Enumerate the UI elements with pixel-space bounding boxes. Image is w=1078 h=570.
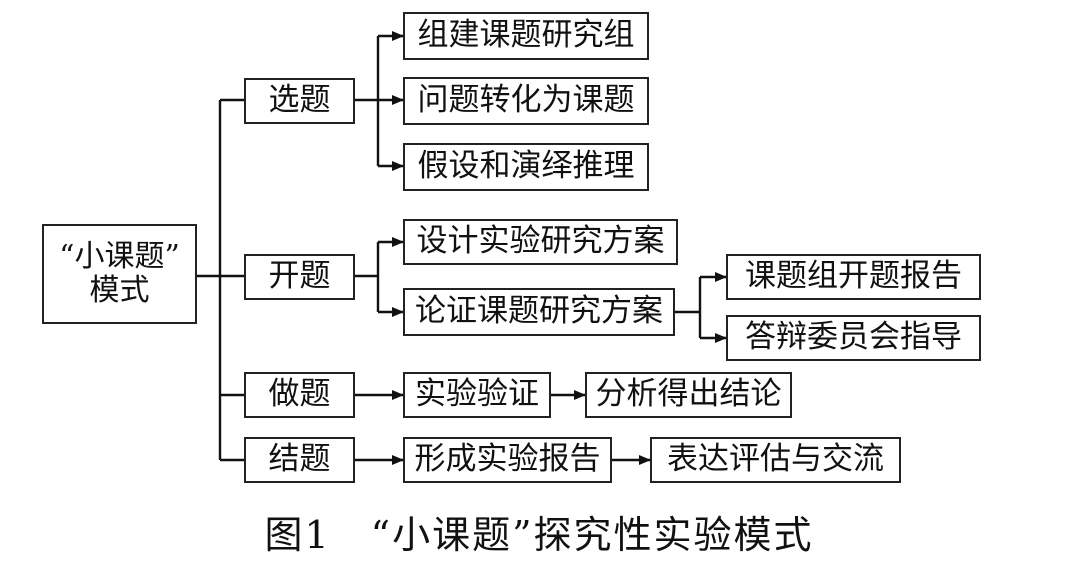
kaiti-sub-1: 课题组开题报告 — [726, 254, 981, 300]
kaiti-child-2: 论证课题研究方案 — [403, 288, 675, 336]
figure-caption: 图1 “小课题”探究性实验模式 — [264, 513, 814, 557]
stage-kaiti: 开题 — [244, 254, 355, 300]
xuanti-child-3: 假设和演绎推理 — [403, 143, 649, 191]
stage-jieti: 结题 — [244, 437, 355, 483]
root-line2: 模式 — [89, 273, 150, 308]
root-node: “小课题” 模式 — [42, 224, 197, 324]
stage-xuanti: 选题 — [244, 78, 355, 124]
jieti-step-2: 表达评估与交流 — [650, 437, 901, 483]
zuoti-step-2: 分析得出结论 — [585, 372, 792, 418]
xuanti-child-1: 组建课题研究组 — [403, 12, 649, 60]
kaiti-sub-2: 答辩委员会指导 — [726, 315, 981, 361]
xuanti-child-2: 问题转化为课题 — [403, 77, 649, 125]
root-line1: “小课题” — [59, 238, 180, 274]
kaiti-child-1: 设计实验研究方案 — [403, 219, 678, 265]
stage-zuoti: 做题 — [244, 372, 355, 418]
zuoti-step-1: 实验验证 — [403, 372, 551, 418]
jieti-step-1: 形成实验报告 — [403, 437, 612, 483]
